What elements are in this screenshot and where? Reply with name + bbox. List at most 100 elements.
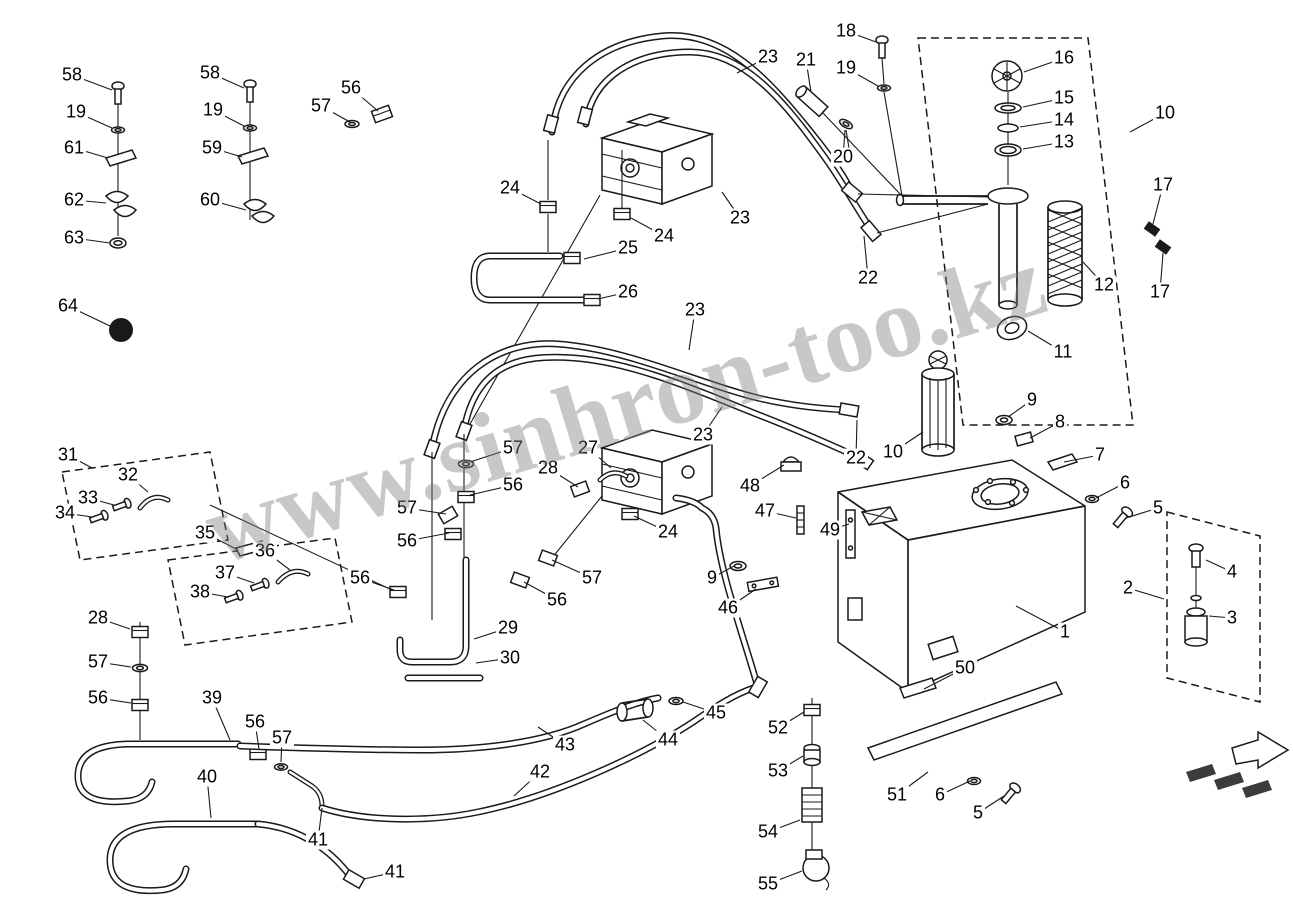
- part-number-label: 61: [61, 137, 87, 158]
- part-number-label: 54: [755, 821, 781, 842]
- strainer-10: [895, 187, 1029, 310]
- part-number-label: 60: [197, 189, 223, 210]
- part-number-label: 56: [394, 530, 420, 551]
- part-number-label: 50: [952, 657, 978, 678]
- dashed-box-filler-assembly: [917, 37, 1134, 426]
- part-number-label: 18: [833, 20, 859, 41]
- part-number-label: 56: [500, 474, 526, 495]
- part-number-label: 41: [305, 829, 331, 850]
- part-number-label: 23: [690, 424, 716, 445]
- part-number-label: 46: [715, 597, 741, 618]
- strainer-mid: [921, 350, 955, 457]
- part-number-label: 59: [199, 137, 225, 158]
- part-number-label: 15: [1051, 87, 1077, 108]
- dashed-box-bracket-b: [167, 537, 353, 646]
- part-number-label: 64: [55, 295, 81, 316]
- part-number-label: 38: [187, 581, 213, 602]
- direction-arrow: [1186, 730, 1290, 798]
- part-number-label: 19: [63, 101, 89, 122]
- part-number-label: 56: [544, 589, 570, 610]
- drain-plug-group: [1184, 543, 1208, 647]
- part-number-label: 16: [1051, 47, 1077, 68]
- part-number-label: 12: [1091, 274, 1117, 295]
- leader-line: [1015, 605, 1066, 633]
- part-number-label: 17: [1150, 174, 1176, 195]
- filter-12: [1047, 200, 1083, 307]
- part-number-label: 58: [59, 64, 85, 85]
- plate-50: [899, 677, 937, 699]
- part-number-label: 53: [765, 760, 791, 781]
- part-number-label: 35: [192, 522, 218, 543]
- part-number-label: 4: [1224, 561, 1240, 582]
- pin-47: [796, 505, 805, 535]
- fitting-24a: [539, 200, 557, 214]
- oil-tank: [837, 459, 1086, 761]
- part-number-label: 37: [212, 562, 238, 583]
- plate-7: [1046, 453, 1079, 471]
- bracket-parts-b: [223, 540, 311, 604]
- part-number-label: 2: [1120, 577, 1136, 598]
- part-number-label: 56: [85, 687, 111, 708]
- part-number-label: 43: [552, 734, 578, 755]
- part-number-label: 8: [1052, 411, 1068, 432]
- part-number-label: 52: [765, 717, 791, 738]
- pump-assembly-top: [599, 113, 715, 206]
- part-number-label: 1: [1057, 621, 1073, 642]
- fitting-24b: [613, 207, 631, 221]
- part-number-label: 29: [495, 617, 521, 638]
- part-number-label: 31: [55, 444, 81, 465]
- part-number-label: 56: [347, 567, 373, 588]
- part-number-label: 39: [199, 687, 225, 708]
- part-number-label: 45: [703, 702, 729, 723]
- fitting-26: [583, 293, 601, 307]
- part-number-label: 5: [970, 802, 986, 823]
- fittings-17: [1143, 221, 1172, 255]
- part-number-label: 5: [1150, 497, 1166, 518]
- bracket-parts-a: [88, 494, 171, 524]
- part-number-label: 10: [1152, 102, 1178, 123]
- part-number-label: 20: [830, 146, 856, 167]
- part-number-label: 57: [500, 437, 526, 458]
- part-number-label: 6: [932, 784, 948, 805]
- fitting-25: [563, 251, 581, 265]
- part-number-label: 57: [308, 95, 334, 116]
- part-number-label: 47: [752, 500, 778, 521]
- fastener-stack-right: [236, 79, 276, 224]
- part-number-label: 9: [704, 567, 720, 588]
- bolt-5a: [1112, 506, 1134, 529]
- part-number-label: 23: [727, 207, 753, 228]
- part-number-label: 11: [1051, 341, 1075, 362]
- part-number-label: 22: [855, 267, 881, 288]
- part-number-label: 23: [755, 46, 781, 67]
- part-number-label: 26: [615, 281, 641, 302]
- plate-46: [746, 576, 780, 593]
- part-number-label: 28: [535, 457, 561, 478]
- part-number-label: 27: [575, 437, 601, 458]
- pump-assembly-bottom: [599, 429, 715, 516]
- hose-43: [236, 694, 662, 754]
- hose-top-pair: [542, 32, 989, 243]
- part-number-label: 42: [527, 761, 553, 782]
- ring-14: [997, 123, 1019, 133]
- part-number-label: 9: [1024, 389, 1040, 410]
- part-number-label: 58: [197, 62, 223, 83]
- part-number-label: 44: [655, 729, 681, 750]
- fitting-42-end: [747, 675, 769, 699]
- part-number-label: 62: [61, 189, 87, 210]
- part-number-label: 6: [1117, 472, 1133, 493]
- part-number-label: 19: [200, 99, 226, 120]
- part-number-label: 13: [1051, 131, 1077, 152]
- part-number-label: 23: [682, 299, 708, 320]
- part-number-label: 21: [793, 49, 819, 70]
- part-number-label: 24: [497, 177, 523, 198]
- part-number-label: 19: [833, 57, 859, 78]
- part-number-label: 57: [269, 727, 295, 748]
- part-number-label: 25: [615, 237, 641, 258]
- filler-cap-16: [991, 60, 1023, 92]
- part-number-label: 28: [85, 607, 111, 628]
- fitting-stack-52-55: [801, 698, 830, 891]
- part-number-label: 48: [737, 475, 763, 496]
- part-number-label: 51: [884, 784, 910, 805]
